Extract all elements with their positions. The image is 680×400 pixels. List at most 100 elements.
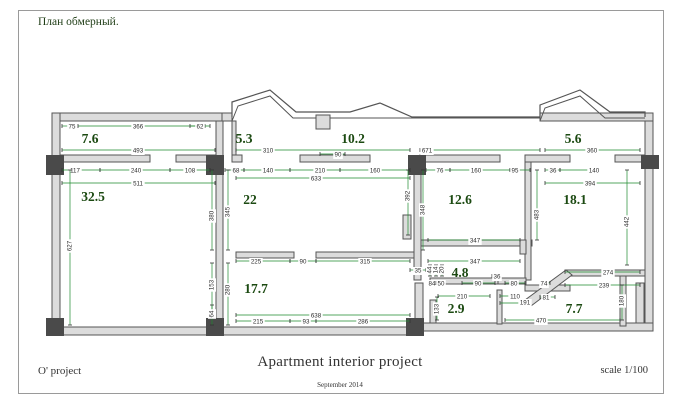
wall-segment (51, 112, 223, 122)
dimension-label: 133 (434, 303, 441, 314)
dimension-label: 81 (543, 295, 550, 302)
dimension-label-bg (129, 167, 143, 175)
dimension-label-bg (309, 312, 323, 320)
dimension-label: 160 (471, 168, 482, 175)
dimension-label: 74 (541, 281, 548, 288)
room-area-room-7: 12.6 (448, 192, 472, 207)
dimension-label-bg (438, 265, 446, 275)
dimension-label: 95 (512, 168, 519, 175)
dimension-label-bg (419, 203, 427, 217)
dimension-label-bg (435, 167, 445, 175)
room-area-room-9: 17.7 (244, 281, 268, 296)
dimension-label-bg (601, 269, 615, 277)
dimension-label-bg (231, 167, 241, 175)
dimension-label: 483 (534, 209, 541, 220)
dimension-label-bg (404, 189, 412, 203)
structural-column (641, 155, 659, 169)
dimension-label-bg (587, 167, 601, 175)
dimension-label-bg (433, 302, 441, 316)
dimension-label: 392 (405, 190, 412, 201)
company-label: O' project (38, 365, 82, 377)
drawing-frame (18, 10, 664, 394)
dimension-label: 239 (599, 283, 610, 290)
project-title: Apartment interior project (257, 354, 423, 370)
dimension-label: 80 (511, 281, 518, 288)
wall-segment (59, 154, 151, 163)
dimension-label: 180 (619, 295, 626, 306)
dimension-label-bg (432, 265, 440, 275)
dimension-label-bg (261, 167, 275, 175)
sheet-title: План обмерный. (38, 16, 119, 28)
dimension-label: 117 (70, 168, 80, 175)
dimension-label-bg (251, 318, 265, 326)
dimension-label: 347 (470, 259, 481, 266)
dimension-label: 470 (536, 318, 547, 325)
wall-segment (231, 154, 243, 163)
dimension-label-bg (183, 167, 197, 175)
dimension-label: 511 (133, 181, 143, 188)
wall-segment (519, 239, 527, 255)
dimension-label: 493 (133, 148, 144, 155)
dimension-label: 633 (311, 176, 322, 183)
wall-segment (635, 282, 645, 324)
dimension-label: 90 (335, 152, 342, 159)
dimension-label-bg (67, 123, 77, 131)
dimension-label-bg (131, 123, 145, 131)
dimension-label-bg (585, 147, 599, 155)
dimension-label-bg (492, 273, 502, 281)
room-area-room-11: 2.9 (448, 301, 465, 316)
dimension-label-bg (224, 205, 232, 219)
dimension-label-bg (358, 258, 372, 266)
dimension-label: 75 (69, 124, 76, 131)
dimension-label-bg (427, 280, 437, 288)
dimension-label: 210 (315, 168, 326, 175)
dimension-label: 90 (475, 281, 482, 288)
project-date: September 2014 (317, 381, 363, 389)
dimension-label-bg (66, 239, 74, 253)
dimension-label-bg (533, 208, 541, 222)
dimension-label: 191 (520, 300, 531, 307)
wall-segment (51, 112, 61, 336)
wall-segment (221, 112, 233, 122)
dimension-label: 36 (550, 168, 557, 175)
dimension-label: 140 (589, 168, 600, 175)
dimension-label-bg (518, 299, 532, 307)
dimension-label: 35 (415, 268, 422, 275)
columns (46, 155, 659, 336)
wall-segment (215, 120, 224, 332)
dimension-label: 14 (433, 266, 440, 273)
dimension-label-bg (473, 280, 483, 288)
wall-segment (315, 251, 415, 259)
dimension-label-bg (313, 167, 327, 175)
bay-window-outline (231, 89, 646, 118)
room-area-room-4: 5.6 (565, 131, 582, 146)
structural-column (406, 318, 424, 336)
dimension-label-bg (333, 151, 343, 159)
dimension-label: 210 (457, 294, 468, 301)
dimension-label-bg (298, 258, 308, 266)
dimension-label-bg (131, 180, 145, 188)
dimension-label: 348 (420, 204, 427, 215)
dimension-label-bg (356, 318, 370, 326)
dimension-label: 20 (439, 266, 446, 273)
dimension-label-bg (509, 280, 519, 288)
wall-segment (235, 251, 295, 259)
dimension-label-bg (208, 309, 216, 319)
dimension-label-bg (597, 282, 611, 290)
dimension-label: 394 (585, 181, 596, 188)
room-area-room-12: 7.7 (566, 301, 583, 316)
dimension-label-bg (426, 265, 434, 275)
wall-segment (524, 161, 532, 281)
dimension-label: 44 (427, 266, 434, 273)
dimension-label: 345 (225, 206, 232, 217)
structural-column (206, 318, 224, 336)
dimension-label: 315 (360, 259, 371, 266)
wall-segment (51, 326, 223, 336)
dimension-label: 110 (510, 294, 520, 301)
dimension-label: 140 (263, 168, 274, 175)
dimension-label-bg (436, 280, 446, 288)
dimension-label-bg (309, 175, 323, 183)
dimension-label: 638 (311, 313, 322, 320)
